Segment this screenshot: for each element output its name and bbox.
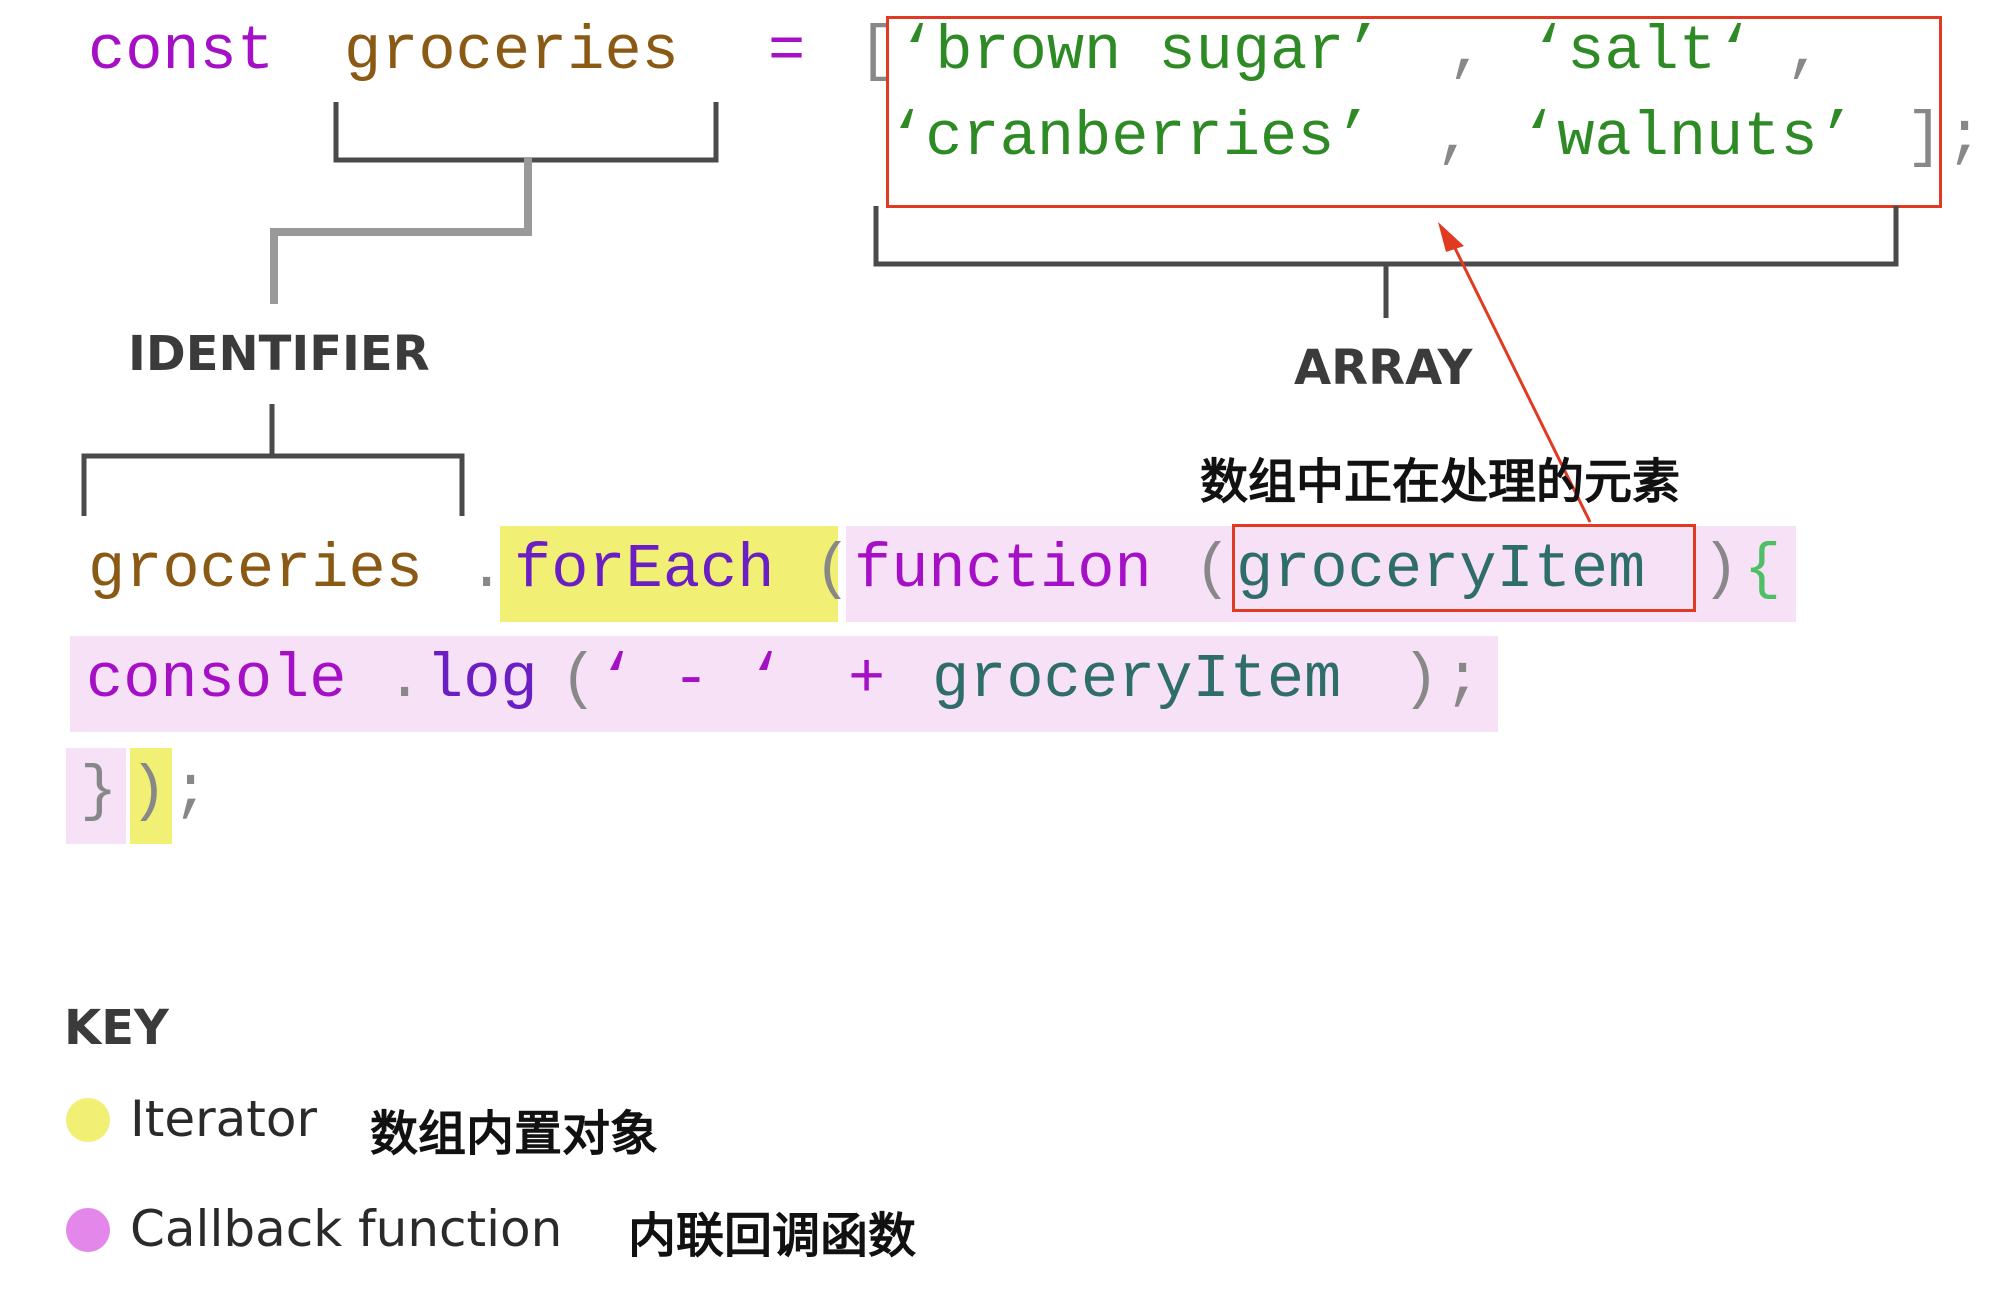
foreach-method: forEach [514, 534, 775, 605]
line5-semicolon: ; [172, 756, 210, 827]
log-close-paren: ) [1402, 644, 1440, 715]
function-close-brace: } [80, 756, 118, 827]
console-dot: . [386, 644, 424, 715]
array-bracket [873, 206, 1899, 318]
callback-highlight-line3 [846, 526, 1796, 622]
iterator-legend-note: 数组内置对象 [370, 1106, 659, 1162]
const-keyword: const [88, 16, 275, 87]
function-open-brace: { [1744, 534, 1782, 605]
equals-operator: = [768, 16, 806, 87]
groceries-identifier: groceries [344, 16, 679, 87]
array-label: ARRAY [1294, 340, 1473, 396]
identifier-connector [270, 158, 532, 304]
legend-title: KEY [64, 1000, 169, 1056]
function-keyword: function [854, 534, 1152, 605]
line4-semicolon: ; [1444, 644, 1482, 715]
iterator-legend-dot [66, 1098, 110, 1142]
callback-legend-label: Callback function [130, 1200, 563, 1258]
param-highlight-box [1232, 524, 1696, 612]
array-comma-3: , [1436, 102, 1474, 173]
identifier-label: IDENTIFIER [128, 326, 430, 382]
grocery-item-param: groceryItem [1236, 534, 1646, 605]
groceries-identifier-usage: groceries [88, 534, 423, 605]
array-items-highlight-box [886, 16, 1942, 208]
line2-semicolon: ; [1946, 102, 1984, 173]
array-comma-2: , [1786, 16, 1824, 87]
foreach-open-paren: ( [814, 534, 852, 605]
open-bracket: [ [858, 16, 896, 87]
element-arrow [1438, 222, 1592, 523]
close-bracket: ] [1906, 102, 1944, 173]
array-item-walnuts: ‘walnuts’ [1520, 102, 1855, 173]
iterator-highlight-foreach [500, 526, 838, 622]
plus-operator: + [848, 644, 886, 715]
callback-legend-dot [66, 1208, 110, 1252]
param-close-paren: ) [1702, 534, 1740, 605]
param-open-paren: ( [1194, 534, 1232, 605]
array-comma-1: , [1448, 16, 1486, 87]
array-item-brown-sugar: ‘brown sugar’ [898, 16, 1382, 87]
iterator-legend-label: Iterator [130, 1090, 318, 1148]
console-object: console [86, 644, 347, 715]
member-dot: . [468, 534, 506, 605]
foreach-close-paren: ) [130, 756, 168, 827]
log-open-paren: ( [560, 644, 598, 715]
element-annotation: 数组中正在处理的元素 [1200, 454, 1681, 510]
dash-string: ‘ - ‘ [598, 644, 785, 715]
grocery-item-usage: groceryItem [932, 644, 1342, 715]
log-method: log [426, 644, 538, 715]
array-item-salt: ‘salt‘ [1530, 16, 1754, 87]
identifier-bracket-top [333, 102, 719, 163]
callback-legend-note: 内联回调函数 [628, 1208, 917, 1264]
array-item-cranberries: ‘cranberries’ [888, 102, 1372, 173]
iterator-highlight-paren [130, 748, 172, 844]
callback-highlight-brace [66, 748, 126, 844]
identifier-bracket-bottom [81, 404, 465, 516]
callback-highlight-line4 [70, 636, 1498, 732]
